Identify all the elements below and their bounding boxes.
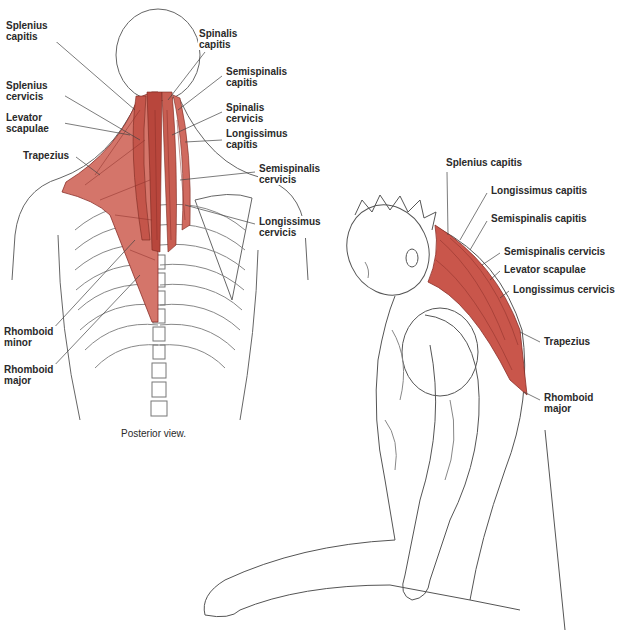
muscle-label: Longissimus capitis <box>490 185 588 196</box>
muscle-label: Levator scapulae <box>5 112 65 134</box>
view-caption: Posterior view. <box>120 428 187 439</box>
right-torso <box>240 250 258 420</box>
muscle-label: Semispinalis cervicis <box>258 163 335 185</box>
muscle-label: Trapezius <box>22 150 70 161</box>
muscle-label: Splenius capitis <box>5 20 65 42</box>
muscle-label: Trapezius <box>543 336 591 347</box>
seated-figure <box>204 191 565 630</box>
muscle-label: Splenius capitis <box>445 157 523 168</box>
muscle-label: Longissimus capitis <box>225 128 302 150</box>
muscle-label: Semispinalis capitis <box>225 66 302 88</box>
muscle-label: Levator scapulae <box>503 264 587 275</box>
muscle-label: Semispinalis capitis <box>490 213 588 224</box>
muscle-label: Rhomboid major <box>543 392 605 414</box>
muscle-label: Rhomboid major <box>3 364 63 386</box>
muscle-label: Spinalis capitis <box>198 28 260 50</box>
muscle-label: Splenius cervicis <box>5 80 65 102</box>
head-outline <box>116 9 200 101</box>
right-shoulder <box>180 100 308 280</box>
muscle-label: Longissimus cervicis <box>512 284 616 295</box>
muscle-label: Semispinalis cervicis <box>503 246 606 257</box>
posterior-figure <box>12 9 308 420</box>
muscle-label: Rhomboid minor <box>3 326 63 348</box>
muscle-label: Spinalis cervicis <box>225 102 302 124</box>
muscle-label: Longissimus cervicis <box>258 216 335 238</box>
